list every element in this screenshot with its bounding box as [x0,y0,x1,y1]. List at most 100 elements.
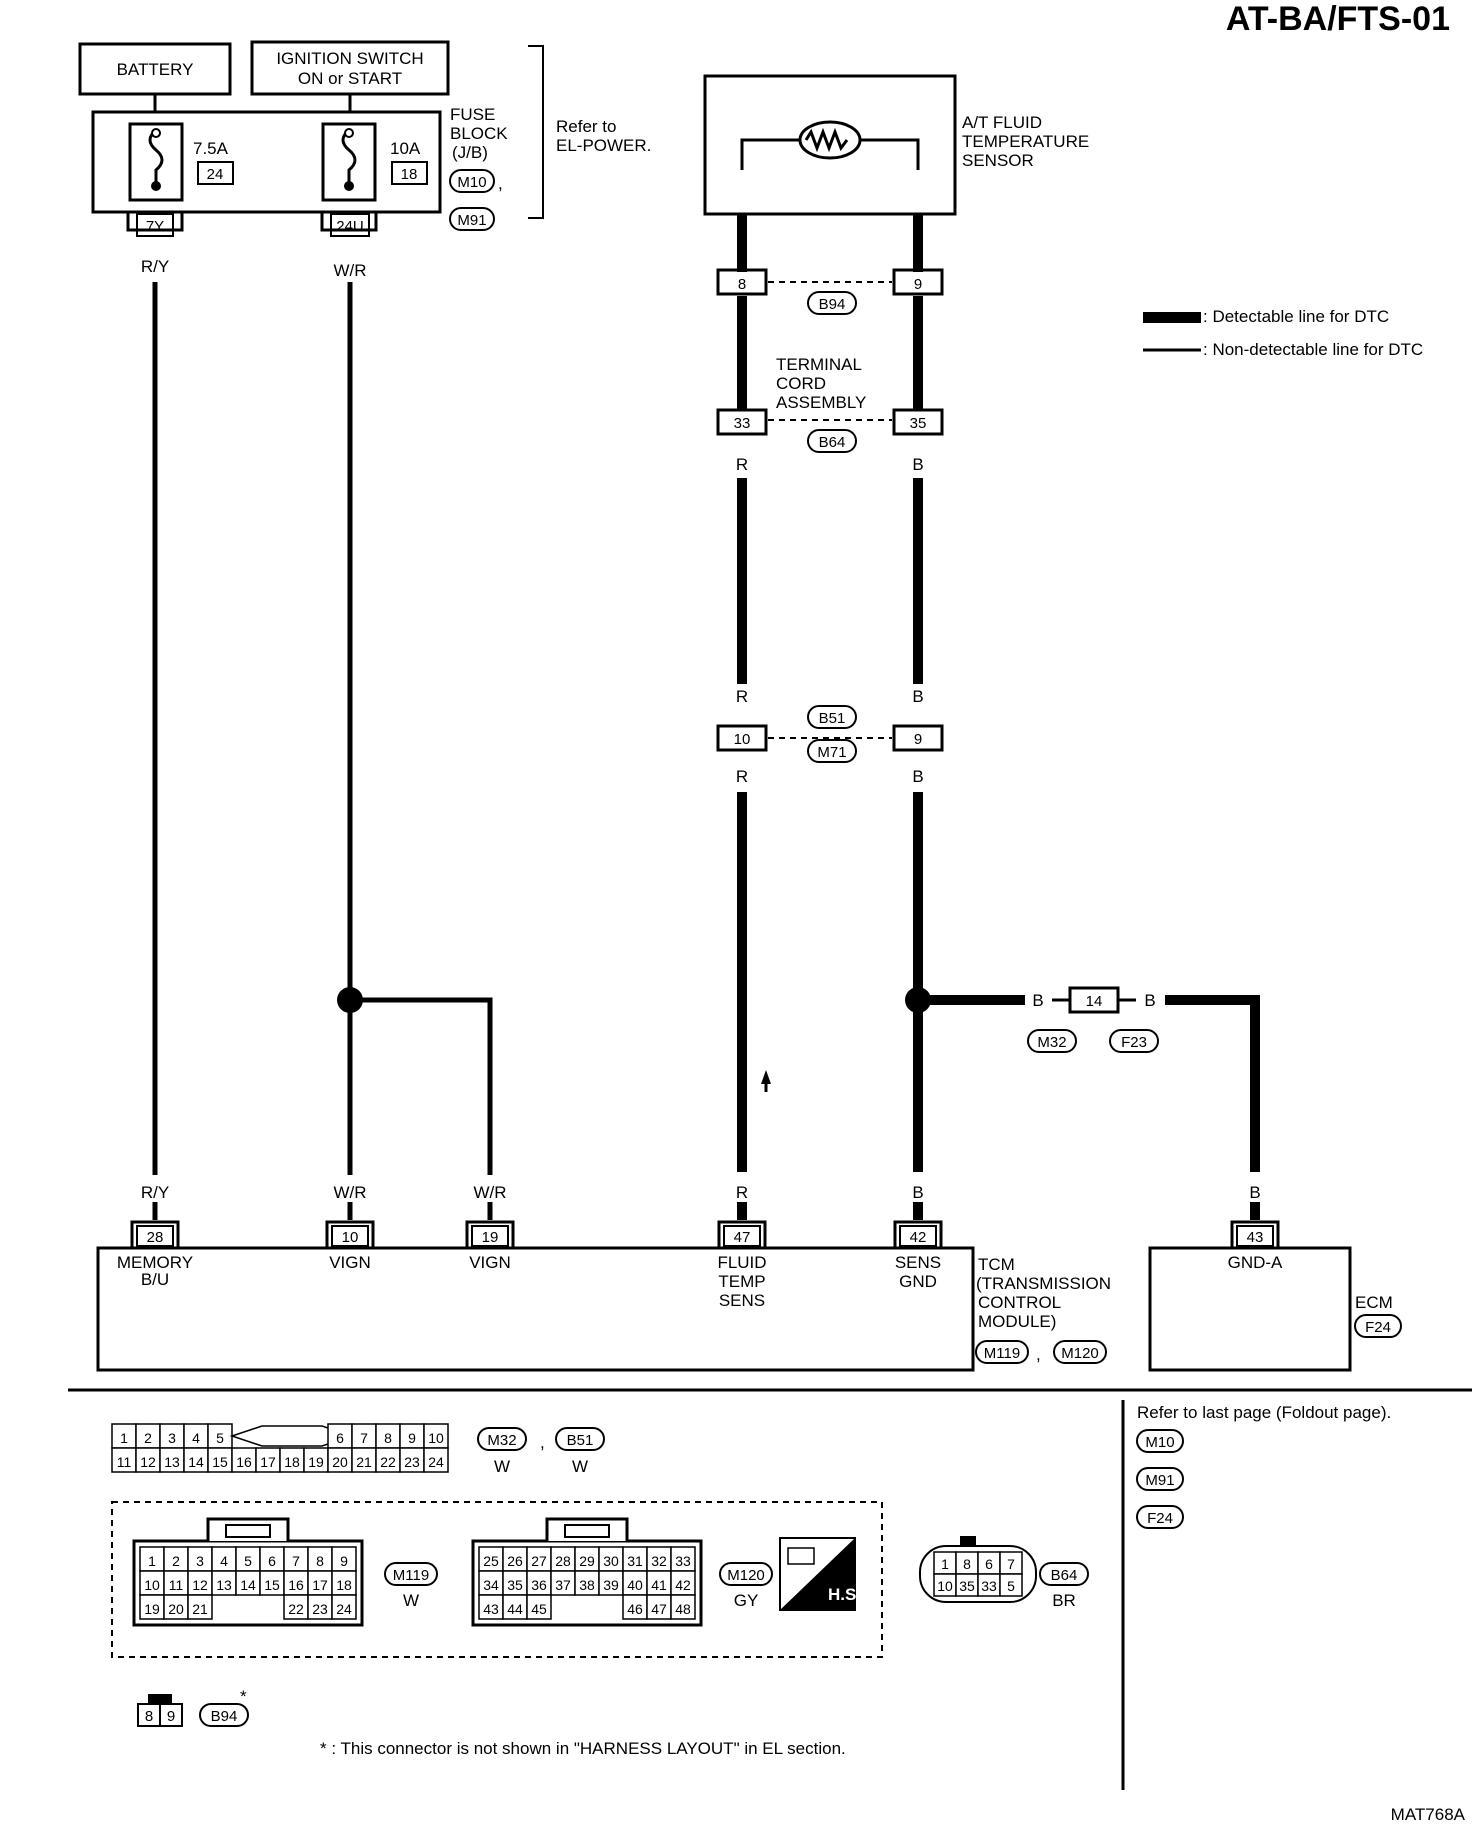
m119-pin-1: 1 [148,1553,156,1569]
b94-pin-8: 8 [738,276,746,293]
harness-note: * : This connector is not shown in "HARN… [320,1739,846,1758]
tcm-name-3: CONTROL [978,1293,1061,1312]
wire-color-r-2: R [736,687,748,706]
b51-pin-10: 10 [734,731,751,748]
m120-pin-39: 39 [603,1577,619,1593]
refer-label-2: EL-POWER. [556,136,651,155]
wire-color-b-m32-left: B [1032,991,1043,1010]
svg-text:9: 9 [167,1708,175,1725]
tcm-conn-m120: M120 [1061,1345,1099,1362]
wire-color-b-ecm: B [1249,1183,1260,1202]
m32-pin-7: 7 [360,1430,368,1446]
b64-pin-7: 7 [1007,1556,1015,1572]
b94-id: B94 [819,296,846,313]
m32-pin-22: 22 [380,1454,396,1470]
b51-pin-9: 9 [914,731,922,748]
wire-color-r-1: R [736,455,748,474]
svg-text:8: 8 [145,1708,153,1725]
m32-pin-2: 2 [144,1430,152,1446]
tcm-name-2: (TRANSMISSION [976,1274,1111,1293]
m32-pin-8: 8 [384,1430,392,1446]
m32-pin-24: 24 [428,1454,444,1470]
sensor-label-2: TEMPERATURE [962,132,1089,151]
m32-pin-18: 18 [284,1454,300,1470]
m120-pin-48: 48 [675,1601,691,1617]
m120-pin-42: 42 [675,1577,691,1593]
m119-pin-23: 23 [312,1601,328,1617]
refer-label-1: Refer to [556,117,616,136]
m120-pin-30: 30 [603,1553,619,1569]
bottom-b51-color: W [572,1457,588,1476]
tcm-name-1: TCM [978,1255,1015,1274]
tcm-p10-label: VIGN [329,1253,371,1272]
b94-star: * [240,1687,247,1706]
m120-pin-35: 35 [507,1577,523,1593]
m119-pin-12: 12 [192,1577,208,1593]
b64-label-3: ASSEMBLY [776,393,866,412]
m119-pin-8: 8 [316,1553,324,1569]
foldout-conn-m91: M91 [1145,1472,1174,1489]
m32-id: M32 [1037,1034,1066,1051]
ecm-conn-f24: F24 [1365,1319,1391,1336]
wire-color-wr-top: W/R [333,261,366,280]
b64-label-1: TERMINAL [776,355,862,374]
tcm-p42-label-2: GND [899,1272,937,1291]
m119-pin-5: 5 [244,1553,252,1569]
b64-pin-1: 1 [941,1556,949,1572]
m120-pin-36: 36 [531,1577,547,1593]
m32-pin-14: 14 [188,1454,204,1470]
m119-pin-11: 11 [169,1577,184,1593]
fuse2-amp: 10A [390,139,421,158]
bottom-b51-id: B51 [567,1432,594,1449]
m120-pin-29: 29 [579,1553,595,1569]
tcm-p28-label-2: B/U [141,1270,169,1289]
m120-pin-26: 26 [507,1553,523,1569]
b94-pin-9: 9 [914,276,922,293]
figure-id: MAT768A [1391,1805,1466,1824]
wire-color-wr-bottom-1: W/R [333,1183,366,1202]
m119-pin-20: 20 [168,1601,184,1617]
fuse-block [91,110,442,214]
m32-pin-10: 10 [428,1430,444,1446]
m119-pin-17: 17 [312,1577,328,1593]
m120-pin-32: 32 [651,1553,667,1569]
b64-label-2: CORD [776,374,826,393]
ecm-label: ECM [1355,1293,1393,1312]
b64-pin-10: 10 [937,1578,953,1594]
m32-pin-3: 3 [168,1430,176,1446]
f23-id: F23 [1121,1034,1147,1051]
m119-pin-13: 13 [216,1577,232,1593]
m120-pin-33: 33 [675,1553,691,1569]
tcm-p47-label-1: FLUID [717,1253,766,1272]
tcm-p42-label-1: SENS [895,1253,941,1272]
m119-pin-4: 4 [220,1553,228,1569]
svg-text:,: , [1036,1345,1041,1364]
m120-pin-27: 27 [531,1553,547,1569]
m120-pin-31: 31 [627,1553,643,1569]
tcm-conn-m119: M119 [984,1345,1020,1362]
foldout-conn-f24: F24 [1147,1510,1173,1527]
wire-color-b-m32-right: B [1144,991,1155,1010]
b64-pin-8: 8 [963,1556,971,1572]
ecm-pin-43: 43 [1230,1220,1280,1248]
svg-text:47: 47 [734,1229,751,1246]
m120-pin-45: 45 [531,1601,547,1617]
wire-color-b-2: B [912,687,923,706]
svg-text:19: 19 [482,1229,499,1246]
b94-connector-face: 8 9 [137,1694,183,1727]
tcm-p47-label-2: TEMP [718,1272,765,1291]
m120-pin-41: 41 [651,1577,667,1593]
b64-pin-5: 5 [1007,1578,1015,1594]
fuse-conn-m10: M10 [457,174,486,191]
svg-text:28: 28 [147,1229,164,1246]
tcm-box [96,1246,975,1372]
b64-id: B64 [819,434,846,451]
m32-pin-17: 17 [260,1454,276,1470]
fuse-out-24u: 24U [336,218,364,235]
svg-text:43: 43 [1247,1229,1264,1246]
m32-pin-16: 16 [236,1454,252,1470]
